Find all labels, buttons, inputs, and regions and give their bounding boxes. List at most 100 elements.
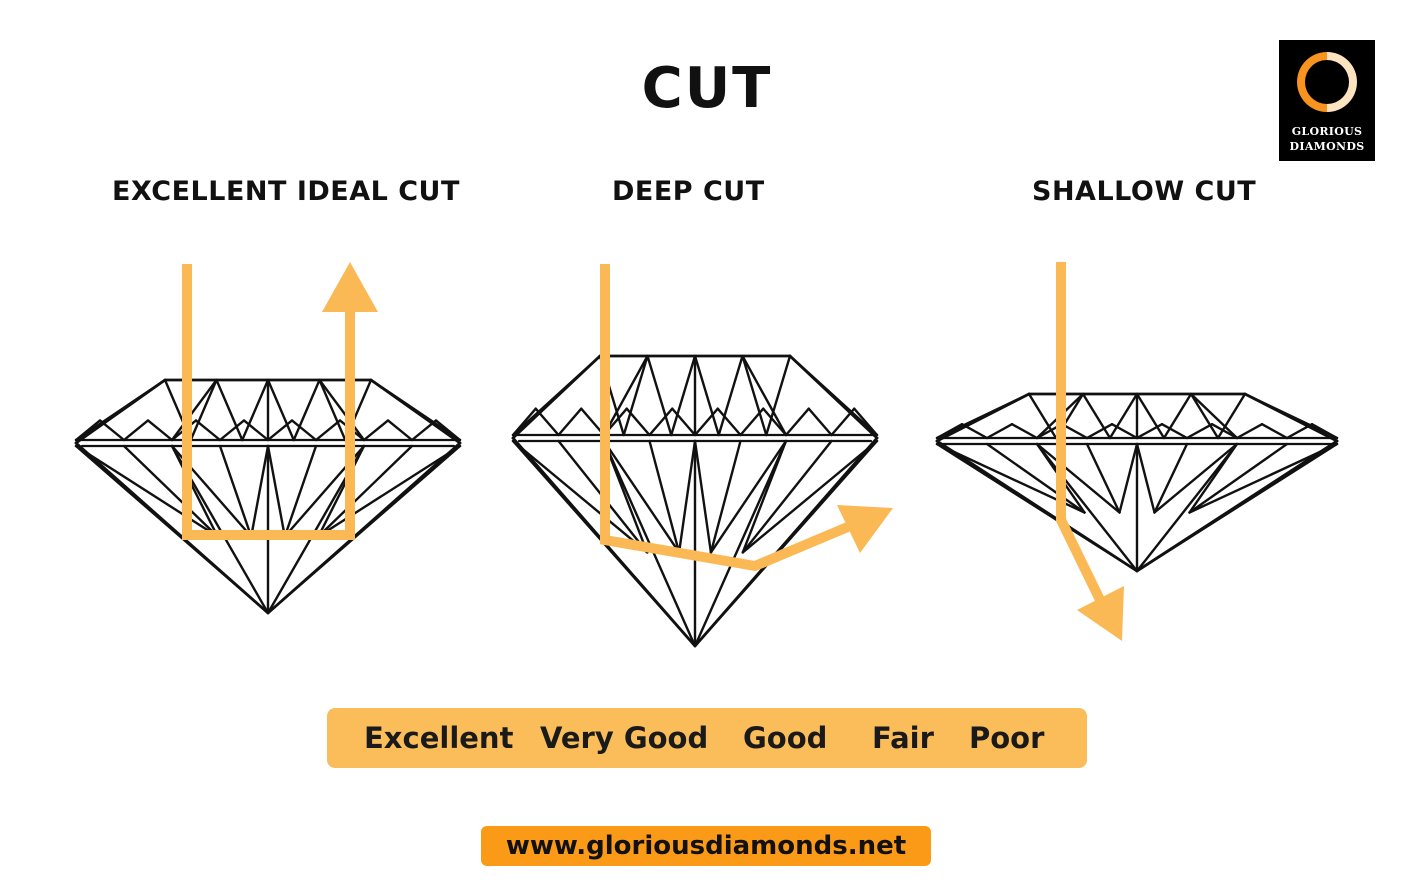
diamond-facet-line [602, 439, 649, 554]
diamond-facet-line [1085, 442, 1121, 514]
diamond-facet-line [1035, 442, 1139, 573]
diamond-facet-line [1189, 392, 1239, 440]
diamond-facet-line [266, 444, 462, 615]
grade-excellent: Excellent [364, 721, 514, 755]
diamond-facet-line [1188, 442, 1339, 514]
diamond-facet-line [1285, 422, 1314, 440]
logo-text-line2: DIAMONDS [1289, 140, 1365, 153]
diamond-facet-line [741, 439, 788, 554]
diamond-facet-line [1108, 392, 1139, 440]
diamond-facet-line [511, 407, 537, 437]
deep-diamond-drawing [511, 354, 879, 648]
website-url[interactable]: www.gloriousdiamonds.net [505, 831, 907, 861]
grade-good: Good [743, 721, 828, 755]
diamond-facet-line [266, 444, 286, 538]
diamond-facet-line [241, 378, 270, 442]
diamond-facet-line [1153, 442, 1189, 514]
diamond-facet-line [434, 419, 462, 442]
diamond-facet-line [1081, 392, 1112, 440]
diamond-facet-line [1210, 422, 1239, 440]
diamond-facet-line [1189, 392, 1220, 440]
diamond-facet-line [739, 407, 765, 437]
grade-very-good: Very Good [540, 721, 709, 755]
diamond-facet-line [1135, 442, 1239, 573]
diamond-facet-line [1035, 442, 1121, 514]
diamond-facet-line [249, 444, 270, 538]
diamond-facet-line [622, 354, 649, 437]
diamond-facet-line [317, 444, 462, 538]
diamond-facet-line [283, 444, 318, 538]
diamond-facet-line [935, 422, 964, 440]
diamond-facet-line [693, 439, 879, 648]
diamond-facet-line [985, 422, 1014, 440]
diamond-facet-line [762, 407, 788, 437]
diamond-facet-line [146, 419, 174, 442]
diamond-facet-line [1060, 422, 1089, 440]
svg-text:1: 1 [1313, 61, 1341, 108]
deep-cut-label: DEEP CUT [612, 176, 765, 207]
page-title: CUT [641, 56, 773, 121]
diamond-facet-line [1085, 422, 1114, 440]
diamond-facet-line [189, 378, 218, 442]
diamond-facet-line [1162, 392, 1193, 440]
diamond-facet-line [960, 422, 989, 440]
diamond-facet-line [1135, 442, 1339, 573]
diamond-facet-line [1153, 442, 1239, 514]
diamond-facet-line [1010, 422, 1039, 440]
diamond-facet-line [170, 378, 218, 442]
diamond-facet-line [218, 444, 253, 538]
diamond-facet-line [557, 407, 583, 437]
diamond-facet-line [215, 378, 244, 442]
diamond-facet-line [693, 439, 788, 648]
diamond-facet-line [602, 439, 681, 554]
deep-light-path-arrow [600, 264, 893, 572]
diamond-facet-line [74, 444, 270, 615]
diamond-facet-line [318, 378, 347, 442]
grade-poor: Poor [969, 721, 1045, 755]
diamond-facet-line [648, 407, 674, 437]
diamond-facet-line [830, 407, 856, 437]
diamond-facet-line [648, 439, 681, 554]
shallow-diamond-drawing [935, 392, 1339, 573]
diamond-facet-line [1135, 422, 1164, 440]
diamond-facet-line [1310, 422, 1339, 440]
diamond-facet-line [386, 419, 414, 442]
diamond-facet-line [670, 354, 697, 437]
logo-ring-icon: 1 [1297, 52, 1357, 112]
diamond-facet-line [741, 354, 768, 437]
website-link[interactable]: www.gloriousdiamonds.net [481, 826, 931, 866]
diamond-facet-line [985, 442, 1086, 514]
diamond-facet-line [74, 378, 167, 442]
diamond-facet-line [369, 378, 462, 442]
diamond-facet-line [765, 354, 792, 437]
diamond-facet-line [170, 444, 219, 538]
diamond-facet-line [122, 444, 219, 538]
diamond-facet-line [314, 419, 342, 442]
shallow-cut-label: SHALLOW CUT [1032, 176, 1257, 207]
brand-logo: 1 GLORIOUS DIAMONDS [1279, 40, 1375, 161]
diamond-facet-line [646, 354, 673, 437]
logo-text-line1: GLORIOUS [1291, 125, 1363, 138]
diamond-facet-line [266, 378, 295, 442]
diamond-facet-line [784, 407, 810, 437]
diamond-facet-line [511, 439, 649, 554]
diamond-facet-line [1235, 422, 1264, 440]
diamond-facet-line [788, 354, 879, 437]
diamond-facet-line [693, 407, 719, 437]
diamond-facet-line [194, 419, 222, 442]
diamond-facet-line [317, 444, 414, 538]
diamond-facet-line [1260, 422, 1289, 440]
diamond-facet-line [534, 407, 560, 437]
diamond-facet-line [122, 419, 150, 442]
diamond-facet-line [741, 354, 788, 437]
diamond-facet-line [410, 419, 438, 442]
diamond-facet-line [853, 407, 879, 437]
diamond-facet-line [671, 407, 697, 437]
diamond-facet-line [709, 439, 742, 554]
diamond-facet-line [1185, 422, 1214, 440]
diamond-facet-line [74, 419, 102, 442]
diamond-facet-line [1188, 442, 1239, 514]
ideal-light-path-arrow [182, 262, 378, 540]
cut-grade-scale: Excellent Very Good Good Fair Poor [327, 708, 1087, 768]
diamond-facet-line [717, 354, 744, 437]
